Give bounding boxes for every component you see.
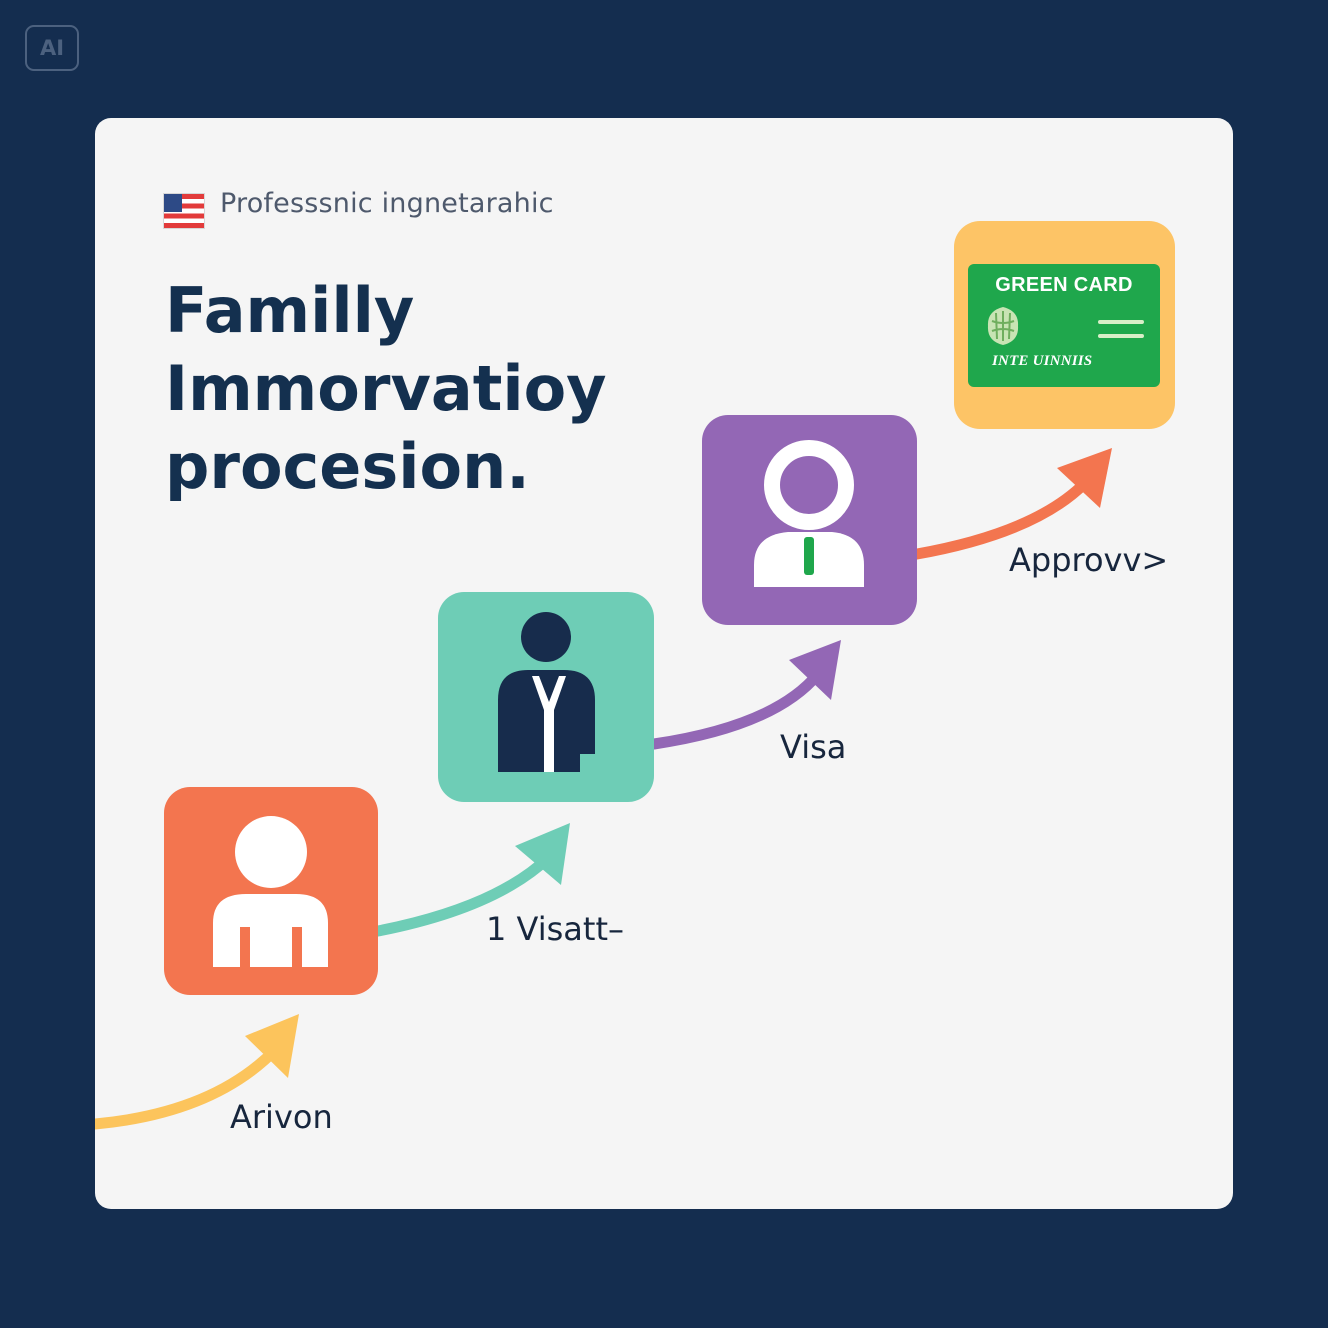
person-icon (213, 816, 328, 967)
step-visa-tile (702, 415, 917, 625)
step-label-arrival: Arivon (230, 1098, 333, 1136)
step-arrival-tile (164, 787, 378, 995)
step-label-approval: Approvv> (1009, 541, 1169, 579)
chip-icon (987, 307, 1019, 345)
person-with-id-icon (754, 440, 864, 587)
title-line-1: Familly (165, 274, 415, 347)
step-greencard-tile: GREEN CARD INTE UINNIIS (954, 221, 1175, 429)
arrow-1-head (245, 1014, 299, 1078)
ai-badge: AI (25, 25, 79, 71)
title-line-3: procesion. (165, 430, 530, 503)
arrow-1 (95, 1042, 283, 1130)
us-flag-icon (164, 194, 204, 228)
step-label-visa: Visa (780, 728, 847, 766)
flow-arrows (95, 448, 1112, 1130)
arrow-3-head (789, 640, 841, 700)
ai-badge-label: AI (39, 36, 65, 60)
arrow-4-head (1057, 448, 1112, 508)
subtitle: Professsnic ingnetarahic (220, 188, 554, 219)
arrow-2 (372, 852, 554, 937)
arrow-2-head (515, 823, 570, 885)
green-card-footer: INTE UINNIIS (992, 353, 1093, 369)
title-line-2: Immorvatioy (165, 352, 607, 425)
page-title: Familly Immorvatioy procesion. (165, 272, 607, 506)
card-lines-icon (1098, 320, 1144, 338)
infographic-card: Professsnic ingnetarahic Familly Immorva… (95, 118, 1233, 1209)
step-interview-tile (438, 592, 654, 802)
flag-canton (164, 194, 182, 212)
person-in-suit-icon (498, 612, 595, 772)
step-label-interview: 1 Visatt– (486, 910, 624, 948)
arrow-4 (911, 477, 1091, 560)
green-card-icon: GREEN CARD INTE UINNIIS (968, 264, 1160, 387)
arrow-3 (648, 668, 824, 750)
green-card-title: GREEN CARD (995, 274, 1133, 296)
